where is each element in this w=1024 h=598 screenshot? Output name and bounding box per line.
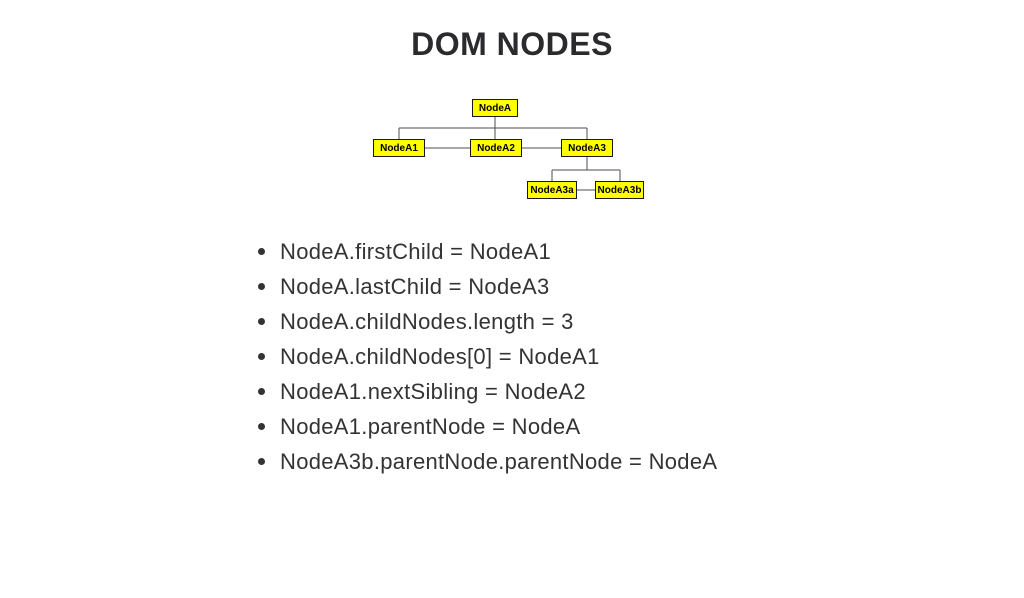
tree-node-nodea1: NodeA1 [373, 139, 425, 157]
bullet-item: NodeA1.nextSibling = NodeA2 [256, 374, 876, 409]
tree-node-nodea3a: NodeA3a [527, 181, 577, 199]
bullet-item: NodeA3b.parentNode.parentNode = NodeA [256, 444, 876, 479]
tree-edges [398, 117, 621, 191]
bullet-item: NodeA.lastChild = NodeA3 [256, 269, 876, 304]
tree-node-nodea3: NodeA3 [561, 139, 613, 157]
tree-node-nodea3b: NodeA3b [595, 181, 644, 199]
tree-node-nodea2: NodeA2 [470, 139, 522, 157]
bullet-item: NodeA.childNodes.length = 3 [256, 304, 876, 339]
bullet-item: NodeA1.parentNode = NodeA [256, 409, 876, 444]
bullet-item: NodeA.firstChild = NodeA1 [256, 234, 876, 269]
bullet-item: NodeA.childNodes[0] = NodeA1 [256, 339, 876, 374]
tree-node-nodea: NodeA [472, 99, 518, 117]
page-title: DOM NODES [411, 26, 613, 62]
